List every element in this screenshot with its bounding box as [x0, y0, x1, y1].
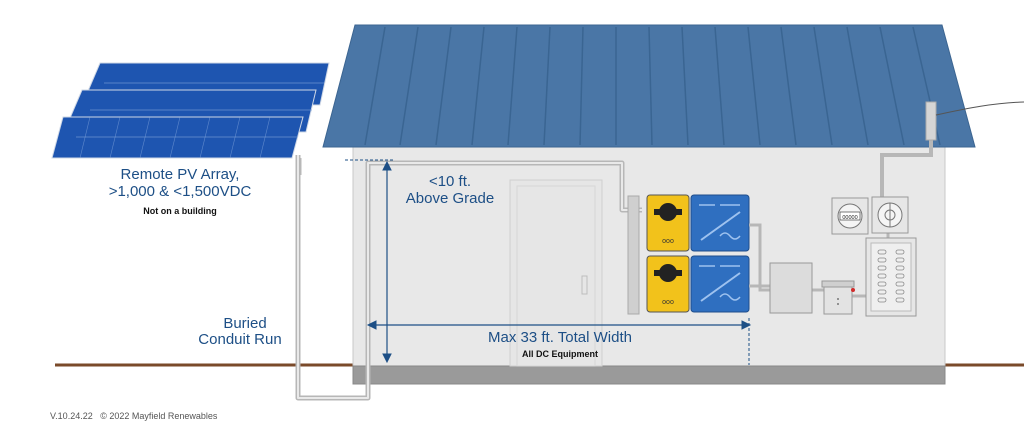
pv-array — [51, 62, 330, 175]
house-roof — [322, 24, 976, 148]
conduit-label-line2: Conduit Run — [198, 331, 282, 348]
inverter-2: ooo — [646, 255, 750, 313]
conduit-label-line1: Buried — [223, 315, 267, 332]
inverter-1: ooo — [646, 194, 750, 252]
width-label: Max 33 ft. Total Width — [488, 329, 632, 346]
footer-version: V.10.24.22 — [50, 411, 93, 421]
height-label-line2: Above Grade — [405, 190, 495, 207]
array-title-line2: >1,000 & <1,500VDC — [108, 183, 252, 200]
array-title-line1: Remote PV Array, — [120, 166, 240, 183]
production-meter — [871, 196, 909, 234]
footer: V.10.24.22 © 2022 Mayfield Renewables — [50, 411, 217, 421]
inverter-body-1 — [690, 194, 750, 252]
main-service-panel — [865, 237, 917, 317]
height-label-line1: <10 ft. — [428, 173, 472, 190]
service-drop — [935, 101, 1024, 116]
array-subtitle: Not on a building — [143, 206, 217, 216]
width-dimension — [366, 318, 752, 365]
ac-disconnect — [821, 280, 855, 315]
height-dimension — [345, 159, 395, 364]
mounting-rail — [627, 195, 640, 315]
house-door — [509, 179, 603, 367]
utility-meter: 00000 — [831, 197, 869, 235]
footer-copyright: © 2022 Mayfield Renewables — [100, 411, 218, 421]
width-sublabel: All DC Equipment — [522, 349, 598, 359]
ac-combiner-box — [769, 262, 813, 314]
inverter-body-2 — [690, 255, 750, 313]
house-foundation — [352, 365, 946, 385]
svg-text:ooo: ooo — [662, 238, 674, 245]
svg-text:ooo: ooo — [662, 299, 674, 306]
meter-reading: 00000 — [842, 215, 857, 221]
